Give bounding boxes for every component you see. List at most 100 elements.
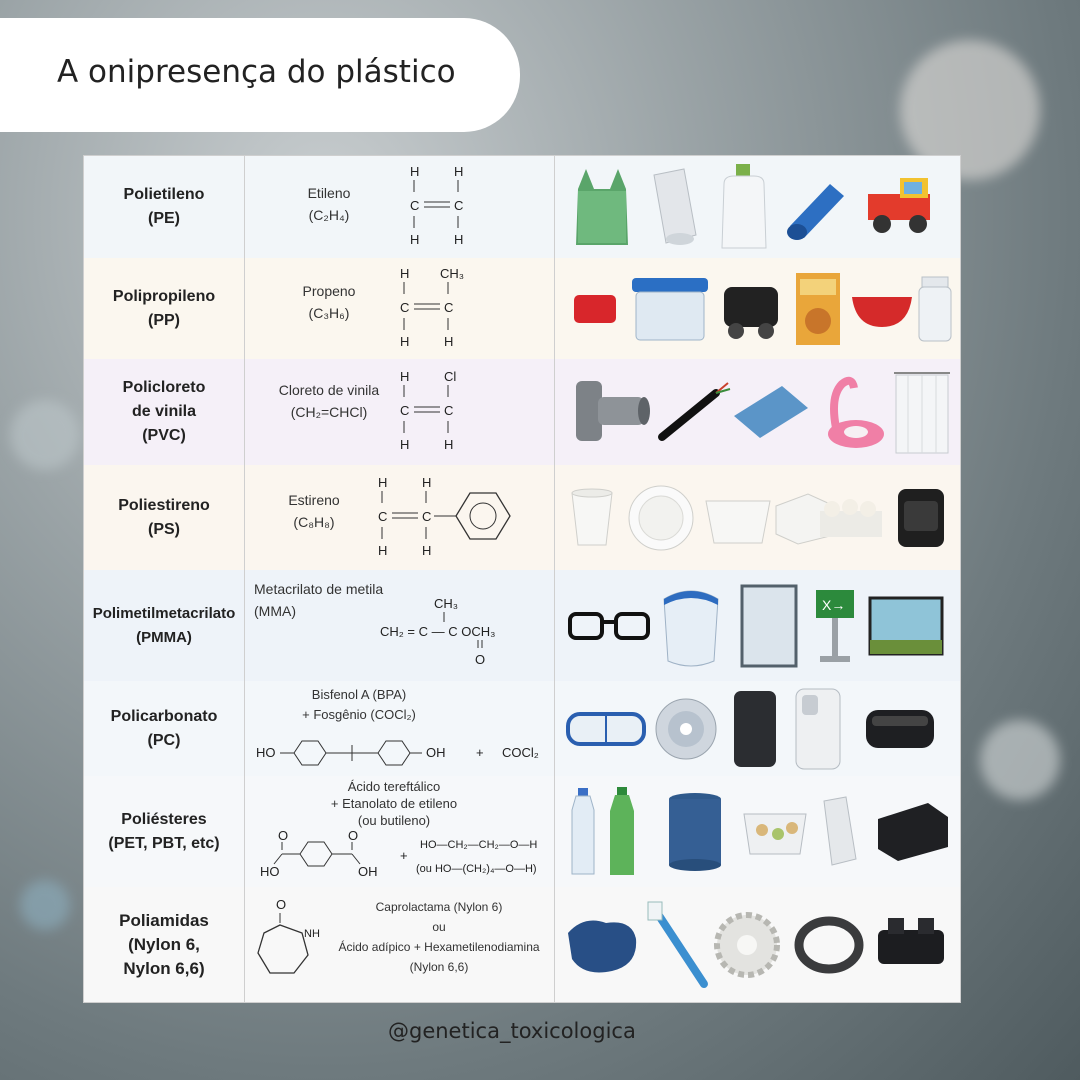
svg-text:H: H [422, 543, 431, 558]
food-tray-icon [743, 813, 807, 854]
svg-text:H: H [454, 232, 463, 247]
white-gear-icon [714, 911, 780, 978]
svg-text:(ou HO—(CH₂)₄—O—H): (ou HO—(CH₂)₄—O—H) [416, 863, 537, 875]
blue-fabric-icon [568, 920, 637, 972]
svg-text:C: C [444, 300, 453, 315]
phone-case-icon [795, 688, 841, 769]
social-handle: @genetica_toxicologica [388, 1019, 636, 1043]
foam-cup-icon [571, 488, 613, 545]
products-cell [554, 258, 960, 359]
compact-disc-icon [655, 698, 717, 759]
foam-tray-icon [705, 500, 771, 543]
ethylene-structure: H H C C H H [410, 164, 463, 247]
blue-pipe-icon [787, 184, 844, 240]
flamingo-float-icon [828, 376, 884, 448]
black-device-icon [878, 802, 948, 861]
polymer-cell: Polimetilmetacrilato (PMMA) [84, 570, 245, 681]
safety-goggles-icon [566, 711, 646, 746]
monomer-name: Ácido tereftálico + Etanolato de etileno… [330, 779, 458, 828]
foam-plate-icon [628, 485, 694, 550]
svg-text:O: O [475, 652, 485, 667]
thread-spool-icon [669, 792, 721, 871]
polymer-name: Poliésteres (PET, PBT, etc) [108, 810, 220, 852]
pvc-pipe-fitting-icon [576, 381, 650, 441]
polymer-cell: Poliésteres (PET, PBT, etc) [84, 776, 245, 887]
black-case-icon [898, 488, 944, 547]
table-row: Poliésteres (PET, PBT, etc) Ácido tereft… [84, 776, 960, 888]
aquarium-icon [868, 596, 944, 655]
water-bottle-icon [571, 787, 595, 874]
film-roll-icon [823, 795, 857, 866]
black-connector-icon [878, 917, 944, 964]
monomer-cell: O NH Caprolactama (Nylon 6) ou Ácido adí… [244, 887, 555, 1002]
polymer-cell: Polietileno (PE) [84, 156, 245, 258]
svg-text:H: H [444, 437, 453, 452]
monomer-cell: Metacrilato de metila (MMA) CH₃ CH₂ = C … [244, 570, 555, 681]
svg-text:HO—CH₂—CH₂—O—H: HO—CH₂—CH₂—O—H [420, 839, 537, 851]
svg-text:H: H [400, 437, 409, 452]
svg-text:H: H [378, 475, 387, 490]
polymer-cell: Poliamidas (Nylon 6, Nylon 6,6) [84, 887, 245, 1002]
svg-text:OH: OH [426, 745, 446, 760]
food-container-icon [632, 277, 708, 340]
polymer-name: Policarbonato (PC) [110, 707, 218, 749]
svg-text:C: C [410, 198, 419, 213]
mma-structure: CH₃ CH₂ = C — C OCH₃ O [380, 596, 495, 667]
svg-text:NH: NH [304, 928, 320, 940]
monomer-name: Caprolactama (Nylon 6) ou Ácido adípico … [338, 900, 540, 974]
toothbrush-icon [647, 901, 708, 988]
monomer-name: Cloreto de vinila (CH₂=CHCl) [278, 382, 380, 420]
glasses-icon [568, 611, 650, 640]
svg-text:C: C [422, 509, 431, 524]
polymer-name: Polipropileno (PP) [112, 287, 216, 329]
svg-text:O: O [348, 828, 358, 843]
svg-text:+: + [476, 745, 484, 760]
products-cell [554, 465, 960, 570]
products-cell [554, 776, 960, 887]
title-pill [0, 18, 520, 132]
svg-text:H: H [454, 164, 463, 179]
products-cell [554, 156, 960, 258]
toy-truck-icon [868, 178, 930, 233]
polymer-name: Polietileno (PE) [123, 186, 205, 227]
svg-text:C: C [454, 198, 463, 213]
svg-text:Cl: Cl [444, 369, 456, 384]
plastic-film-roll-icon [653, 168, 697, 245]
caprolactam-structure: O NH [257, 897, 320, 974]
svg-text:CH₂ = C — C OCH₃: CH₂ = C — C OCH₃ [380, 624, 495, 639]
monomer-name: Bisfenol A (BPA) + Fosgênio (COCl₂) [302, 687, 416, 722]
monomer-cell: Ácido tereftálico + Etanolato de etileno… [244, 776, 555, 887]
black-phone-icon [734, 690, 776, 767]
svg-text:COCl₂: COCl₂ [502, 745, 539, 760]
acrylic-panel-icon [740, 584, 798, 667]
products-cell [554, 359, 960, 465]
svg-text:H: H [444, 334, 453, 349]
products-cell [554, 681, 960, 776]
table-row: Polimetilmetacrilato (PMMA) Metacrilato … [84, 570, 960, 682]
terephthalic-acid-structure: O HO O OH + HO—CH₂—CH₂—O—H (ou HO—(CH₂)₄… [260, 828, 537, 879]
products-cell: X→ [554, 570, 960, 681]
svg-text:H: H [410, 164, 419, 179]
clear-jar-icon [918, 276, 952, 341]
svg-text:C: C [400, 403, 409, 418]
polymer-cell: Policloreto de vinila (PVC) [84, 359, 245, 465]
monomer-name: Estireno (C₈H₈) [288, 492, 340, 530]
blue-sheet-icon [734, 386, 808, 438]
monomer-cell: Bisfenol A (BPA) + Fosgênio (COCl₂) HO O… [244, 681, 555, 776]
svg-text:CH₃: CH₃ [440, 266, 464, 281]
svg-text:H: H [410, 232, 419, 247]
shower-curtain-icon [894, 372, 950, 454]
polymer-cell: Polipropileno (PP) [84, 258, 245, 359]
svg-text:X→: X→ [822, 597, 845, 613]
polymer-name: Poliestireno (PS) [118, 496, 210, 538]
